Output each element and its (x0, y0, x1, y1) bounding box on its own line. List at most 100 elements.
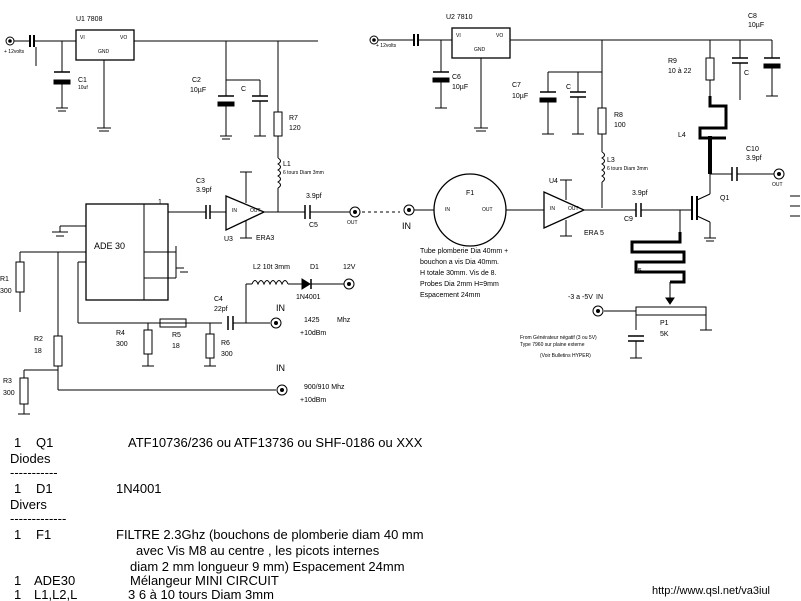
pwr2-value: +10dBm (300, 397, 327, 404)
u4-label: U4 (549, 178, 558, 185)
f1-description: Tube plomberie Dia 40mm + bouchon a vis … (420, 246, 508, 301)
c3-value: 3.9pf (196, 187, 212, 194)
r4-value: 300 (116, 341, 128, 348)
u1-vo-pin: VO (120, 35, 128, 41)
v12-label: 12V (343, 264, 356, 271)
freq2-value: 900/910 Mhz (304, 384, 345, 391)
f1-desc-line-5: Espacement 24mm (420, 292, 481, 299)
left-out-label: OUT (347, 220, 358, 226)
r5-value: 18 (172, 343, 180, 350)
l1-note: 6 tours Diam 3mm (283, 170, 324, 176)
u1-gnd-pin: GND (98, 49, 110, 55)
l1-label: L1 (283, 161, 291, 168)
f1-qty: 1 (14, 527, 22, 542)
l2-d1-supply (246, 278, 355, 290)
d1-desc: 1N4001 (116, 481, 162, 496)
q1-desc: ATF10736/236 ou ATF13736 ou SHF-0186 ou … (128, 435, 423, 450)
c1-value: 10uf (78, 85, 88, 91)
c7-value: 10µF (512, 93, 529, 100)
divers-header: Divers (10, 497, 47, 512)
f1-desc-line-3: H totale 30mm. Vis de 8. (420, 270, 497, 277)
q1-transistor (679, 174, 716, 242)
p1-value: 5K (660, 331, 669, 338)
pwr1-value: +10dBm (300, 330, 327, 337)
l4-label: L4 (678, 132, 686, 139)
c2-c-pair (217, 41, 268, 140)
freq1-value: 1425 (304, 317, 320, 324)
in2-label: IN (276, 363, 285, 373)
l2-label: L2 10t 3mm (253, 264, 290, 271)
d1-value: 1N4001 (296, 294, 321, 301)
left-supply-input (5, 35, 76, 72)
r8-label: R8 (614, 112, 623, 119)
separator-1: ----------- (10, 465, 58, 480)
era3-amplifier (168, 171, 400, 239)
f1-desc-line-1: Tube plomberie Dia 40mm + (420, 248, 509, 255)
d1-label: D1 (310, 264, 319, 271)
f1-desc-cont-2: diam 2 mm longueur 9 mm) Espacement 24mm (130, 559, 405, 574)
l-qty: 1 (14, 587, 22, 601)
c7-c-pair (539, 71, 602, 135)
c8-label: C8 (748, 13, 757, 20)
in1-label: IN (276, 303, 285, 313)
r8-l3-bias (597, 40, 607, 208)
r1-label: R1 (0, 276, 9, 283)
q1-qty: 1 (14, 435, 22, 450)
r6-value: 300 (221, 351, 233, 358)
ade-ref: ADE30 (34, 573, 76, 588)
diodes-header: Diodes (10, 451, 51, 466)
r6-label: R6 (221, 340, 230, 347)
c2-label: C2 (192, 77, 201, 84)
l5-gate-bias (592, 232, 712, 359)
r7-value: 120 (289, 125, 301, 132)
f1-filter (403, 173, 544, 247)
c4-label: C4 (214, 296, 223, 303)
u3-label: U3 (224, 236, 233, 243)
u2-regulator (451, 27, 772, 132)
f1-desc-line-4: Probes Dia 2mm H=9mm (420, 281, 499, 288)
l-ref: L1,L2,L (34, 587, 78, 601)
f1-in-label: IN (402, 221, 411, 231)
c8-value: 10µF (748, 22, 765, 29)
u1-label: U1 7808 (76, 16, 103, 23)
r1-value: 300 (0, 288, 12, 295)
footer-url[interactable]: http://www.qsl.net/va3iul (652, 585, 771, 597)
c-small-label-left: C (241, 86, 247, 93)
c6-value: 10µF (452, 84, 469, 91)
r9-label: R9 (668, 58, 677, 65)
left-supply-label: + 12volts (4, 49, 25, 55)
era5-amplifier (543, 179, 692, 237)
right-out-label: OUT (772, 182, 783, 188)
ade-qty: 1 (14, 573, 22, 588)
ade30-label: ADE 30 (94, 241, 126, 251)
c9-value: 3.9pf (632, 190, 648, 197)
right-supply-label: + 12volts (376, 43, 397, 49)
r9-value: 10 à 22 (668, 68, 692, 75)
f1-out-pin: OUT (482, 207, 493, 213)
c10-label: C10 (746, 146, 759, 153)
f1-desc-cont-1: avec Vis M8 au centre , les picots inter… (136, 543, 380, 558)
r4-r5-r6-network (142, 284, 288, 396)
era5-label: ERA 5 (584, 230, 604, 237)
q1-ref: Q1 (36, 435, 54, 450)
c5-label: C5 (309, 222, 318, 229)
f1-ref: F1 (36, 527, 52, 542)
c6-label: C6 (452, 74, 461, 81)
u2-vo-pin: VO (496, 33, 504, 39)
r7-label: R7 (289, 115, 298, 122)
ade-pin-1: 1 (158, 199, 162, 206)
d1-qty: 1 (14, 481, 22, 496)
r3-value: 300 (3, 390, 15, 397)
edge-marks (790, 195, 800, 217)
era3-out-pin: OUT (250, 208, 261, 214)
c9-label: C9 (624, 216, 633, 223)
r4-label: R4 (116, 330, 125, 337)
q1-label: Q1 (720, 195, 730, 202)
f1-label: F1 (466, 190, 475, 197)
era5-in-pin: IN (550, 206, 555, 212)
separator-2: ------------- (10, 511, 67, 526)
l3-note: 6 tours Diam 3mm (607, 166, 648, 172)
f1-desc-line-2: bouchon a vis Dia 40mm. (420, 259, 499, 266)
